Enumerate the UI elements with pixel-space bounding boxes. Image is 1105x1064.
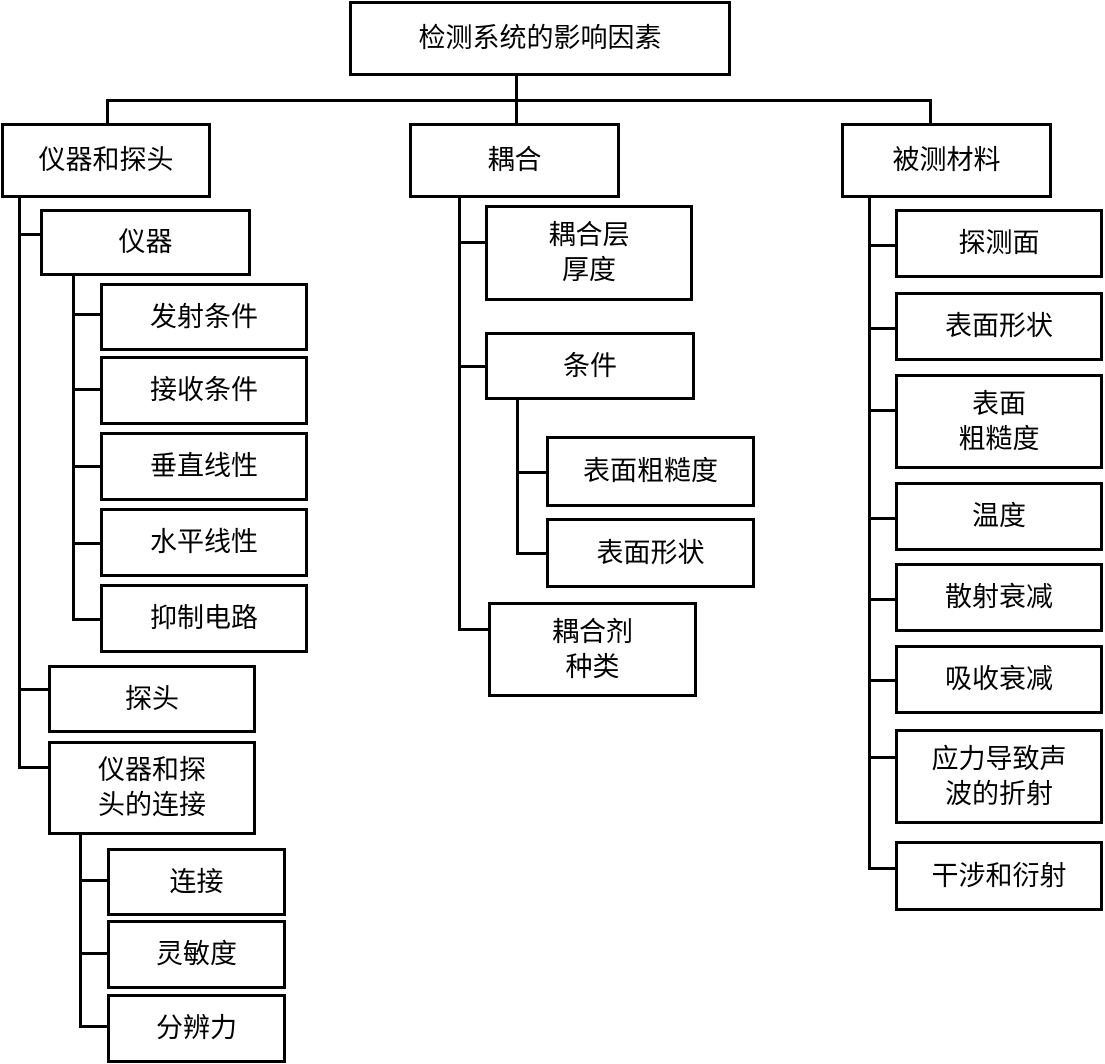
connector-line [516, 471, 548, 474]
connector-line [79, 1025, 109, 1028]
connector-line [868, 197, 871, 870]
connector-line [458, 197, 461, 631]
connector-line [868, 244, 897, 247]
connector-line [868, 327, 897, 330]
connector-line [515, 74, 518, 100]
connector-line [868, 517, 897, 520]
node-material-surface-shape: 表面形状 [895, 292, 1103, 361]
connector-line [72, 618, 102, 621]
connector-line [516, 399, 519, 555]
node-sensitivity: 灵敏度 [107, 920, 286, 989]
connector-line [72, 313, 102, 316]
connector-line [18, 688, 50, 691]
node-instrument: 仪器 [40, 209, 251, 276]
connector-line [72, 274, 75, 621]
node-couplant-type: 耦合剂 种类 [488, 602, 697, 697]
node-surface-roughness: 表面粗糙度 [546, 436, 755, 507]
connector-line [79, 952, 109, 955]
node-resolution: 分辨力 [107, 994, 286, 1063]
connector-line [458, 628, 490, 631]
connector-line [72, 465, 102, 468]
branch-instrument-probe: 仪器和探头 [1, 123, 211, 198]
node-vertical-linearity: 垂直线性 [100, 432, 308, 501]
connector-line [868, 409, 897, 412]
connector-line [868, 867, 897, 870]
connector-line [515, 99, 518, 123]
node-temperature: 温度 [895, 482, 1103, 551]
node-instrument-probe-connection: 仪器和探 头的连接 [48, 741, 256, 835]
connector-line [516, 552, 548, 555]
node-coupling-conditions: 条件 [485, 332, 695, 400]
node-detection-surface: 探测面 [895, 209, 1103, 278]
node-absorption-attenuation: 吸收衰减 [895, 645, 1103, 714]
connector-line [18, 233, 42, 236]
node-connection: 连接 [107, 848, 286, 916]
connector-line [106, 99, 109, 123]
node-suppression-circuit: 抑制电路 [100, 584, 308, 653]
connector-line [929, 99, 932, 123]
connector-line [458, 365, 487, 368]
connector-line [18, 766, 50, 769]
node-horizontal-linearity: 水平线性 [100, 508, 308, 577]
connector-line [868, 679, 897, 682]
connector-line [868, 598, 897, 601]
connector-line [79, 879, 109, 882]
root-node: 检测系统的影响因素 [349, 1, 731, 76]
connector-line [868, 756, 897, 759]
connector-line [106, 99, 931, 102]
connector-line [72, 542, 102, 545]
node-surface-shape: 表面形状 [546, 518, 755, 588]
branch-coupling: 耦合 [409, 123, 620, 198]
connector-line [458, 241, 487, 244]
node-interference-diffraction: 干涉和衍射 [895, 841, 1103, 911]
connector-line [79, 834, 82, 1028]
node-emission-conditions: 发射条件 [100, 283, 308, 351]
node-coupling-layer-thickness: 耦合层 厚度 [485, 205, 693, 301]
node-scattering-attenuation: 散射衰减 [895, 563, 1103, 632]
branch-material: 被测材料 [841, 123, 1052, 198]
connector-line [18, 197, 21, 768]
node-stress-refraction: 应力导致声 波的折射 [895, 729, 1103, 824]
node-probe: 探头 [48, 665, 256, 733]
node-material-surface-roughness: 表面 粗糙度 [895, 374, 1103, 469]
node-reception-conditions: 接收条件 [100, 356, 308, 425]
connector-line [72, 388, 102, 391]
